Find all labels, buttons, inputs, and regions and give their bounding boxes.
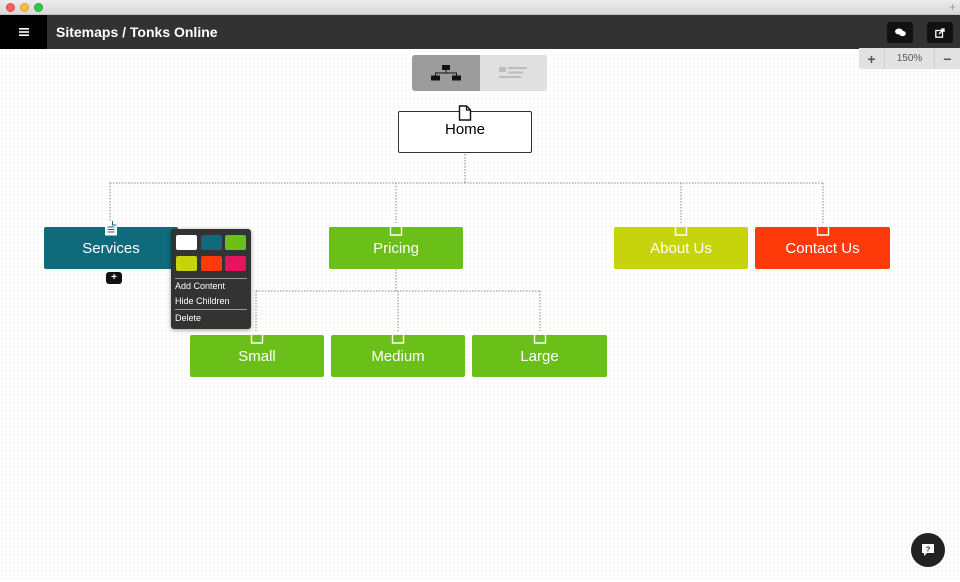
tree-view-button[interactable] — [412, 55, 480, 91]
node-label: Contact Us — [785, 239, 860, 257]
menu-divider — [175, 278, 247, 279]
zoom-out-button[interactable]: − — [943, 50, 952, 67]
zoom-control: + 150% − — [859, 48, 960, 69]
page-icon — [391, 328, 405, 344]
node-context-menu: Add Content Hide Children Delete — [171, 229, 251, 329]
color-swatch-red[interactable] — [201, 256, 222, 271]
question-chat-icon: ? — [922, 544, 934, 556]
color-swatch-pink[interactable] — [225, 256, 246, 271]
menu-divider — [175, 309, 247, 310]
window-zoom-button[interactable] — [34, 3, 43, 12]
node-label: Large — [520, 347, 559, 365]
hide-children-menu-item[interactable]: Hide Children — [175, 296, 230, 306]
color-swatch-teal[interactable] — [201, 235, 222, 250]
window-titlebar: + — [0, 0, 960, 15]
page-icon — [389, 220, 403, 236]
node-home[interactable]: Home — [398, 105, 532, 153]
list-view-icon — [499, 67, 528, 78]
page-icon — [533, 328, 546, 344]
color-swatch-white[interactable] — [176, 235, 197, 250]
zoom-in-button[interactable]: + — [867, 50, 876, 67]
page-icon — [816, 220, 829, 236]
node-label: Services — [82, 239, 140, 257]
zoom-level: 150% — [884, 48, 935, 69]
node-contact-us[interactable]: Contact Us — [755, 220, 890, 269]
view-toggle — [412, 55, 547, 91]
list-view-button[interactable] — [479, 55, 547, 91]
add-content-menu-item[interactable]: Add Content — [175, 281, 226, 291]
share-icon — [935, 27, 945, 38]
color-swatch-lime[interactable] — [176, 256, 197, 271]
page-title: Sitemaps / Tonks Online — [56, 24, 218, 40]
page-icon — [250, 328, 264, 344]
node-label: Pricing — [373, 239, 419, 257]
node-about-us[interactable]: About Us — [614, 220, 748, 269]
node-label: About Us — [650, 239, 712, 257]
color-swatch-green[interactable] — [225, 235, 246, 250]
app-header: Sitemaps / Tonks Online — [0, 15, 960, 49]
page-icon — [674, 220, 688, 236]
node-label: Home — [444, 120, 485, 138]
window-minimize-button[interactable] — [20, 3, 29, 12]
share-button[interactable] — [927, 22, 953, 43]
svg-text:?: ? — [926, 545, 931, 554]
delete-menu-item[interactable]: Delete — [175, 313, 202, 323]
new-tab-icon[interactable]: + — [948, 0, 956, 14]
node-label: Small — [238, 347, 276, 365]
hamburger-icon — [18, 28, 29, 36]
node-label: Medium — [371, 347, 425, 365]
add-child-button[interactable]: + — [106, 272, 122, 284]
node-small[interactable]: Small — [190, 328, 324, 377]
node-medium[interactable]: Medium — [331, 328, 465, 377]
node-pricing[interactable]: Pricing — [329, 220, 463, 269]
window-close-button[interactable] — [6, 3, 15, 12]
comments-button[interactable] — [887, 22, 913, 43]
node-large[interactable]: Large — [472, 328, 607, 377]
page-text-icon — [105, 220, 117, 236]
help-chat-button[interactable]: ? — [911, 533, 945, 567]
page-icon — [458, 105, 472, 121]
chat-bubbles-icon — [894, 28, 906, 37]
node-services[interactable]: Services — [44, 220, 178, 269]
sitemap-tree-icon — [430, 65, 461, 81]
hamburger-menu-button[interactable] — [0, 15, 47, 49]
